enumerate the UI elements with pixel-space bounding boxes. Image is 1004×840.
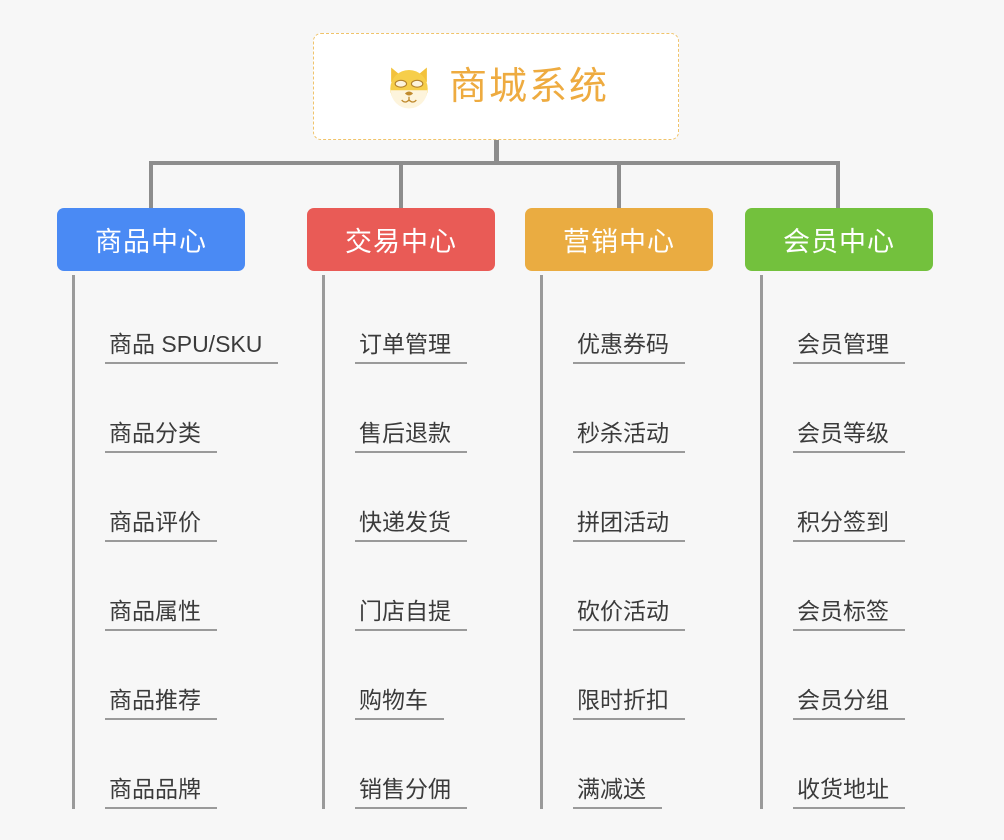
connector-drop-4 bbox=[836, 161, 840, 209]
list-item-label: 砍价活动 bbox=[573, 597, 685, 631]
list-item-label: 商品评价 bbox=[105, 508, 217, 542]
list-item[interactable]: 满减送 bbox=[543, 720, 713, 809]
list-item-label: 门店自提 bbox=[355, 597, 467, 631]
connector-drop-3 bbox=[617, 161, 621, 209]
category-column-marketing: 营销中心 优惠券码 秒杀活动 拼团活动 砍价活动 限时折扣 满减送 bbox=[525, 208, 713, 809]
root-node[interactable]: 商城系统 bbox=[313, 33, 679, 140]
list-item[interactable]: 订单管理 bbox=[325, 275, 495, 364]
list-item[interactable]: 秒杀活动 bbox=[543, 364, 713, 453]
list-item[interactable]: 销售分佣 bbox=[325, 720, 495, 809]
list-item[interactable]: 拼团活动 bbox=[543, 453, 713, 542]
list-item[interactable]: 限时折扣 bbox=[543, 631, 713, 720]
list-item[interactable]: 购物车 bbox=[325, 631, 495, 720]
root-title: 商城系统 bbox=[448, 65, 609, 108]
category-header-trade[interactable]: 交易中心 bbox=[307, 208, 495, 271]
list-item[interactable]: 会员管理 bbox=[763, 275, 933, 364]
connector-drop-2 bbox=[399, 161, 403, 209]
list-item-label: 售后退款 bbox=[355, 419, 467, 453]
list-item-label: 商品 SPU/SKU bbox=[105, 330, 279, 364]
list-item-label: 积分签到 bbox=[793, 508, 905, 542]
list-item[interactable]: 快递发货 bbox=[325, 453, 495, 542]
list-item-label: 限时折扣 bbox=[573, 686, 685, 720]
list-item[interactable]: 会员等级 bbox=[763, 364, 933, 453]
list-item-label: 拼团活动 bbox=[573, 508, 685, 542]
list-item-label: 会员等级 bbox=[793, 419, 905, 453]
leaf-list-marketing: 优惠券码 秒杀活动 拼团活动 砍价活动 限时折扣 满减送 bbox=[540, 275, 713, 809]
shiba-dog-face-icon bbox=[390, 67, 428, 108]
connector-horizontal-bus bbox=[149, 161, 840, 165]
connector-drop-1 bbox=[149, 161, 153, 209]
leaf-list-product: 商品 SPU/SKU 商品分类 商品评价 商品属性 商品推荐 商品品牌 bbox=[72, 275, 279, 809]
leaf-list-member: 会员管理 会员等级 积分签到 会员标签 会员分组 收货地址 bbox=[760, 275, 933, 809]
list-item-label: 会员管理 bbox=[793, 330, 905, 364]
list-item[interactable]: 商品品牌 bbox=[75, 720, 245, 809]
list-item[interactable]: 商品推荐 bbox=[75, 631, 245, 720]
list-item-label: 会员分组 bbox=[793, 686, 905, 720]
list-item[interactable]: 商品属性 bbox=[75, 542, 245, 631]
category-column-trade: 交易中心 订单管理 售后退款 快递发货 门店自提 购物车 销售分佣 bbox=[307, 208, 495, 809]
category-column-product: 商品中心 商品 SPU/SKU 商品分类 商品评价 商品属性 商品推荐 商品品牌 bbox=[57, 208, 279, 809]
category-header-marketing[interactable]: 营销中心 bbox=[525, 208, 713, 271]
list-item[interactable]: 售后退款 bbox=[325, 364, 495, 453]
list-item[interactable]: 会员分组 bbox=[763, 631, 933, 720]
list-item[interactable]: 砍价活动 bbox=[543, 542, 713, 631]
list-item[interactable]: 商品评价 bbox=[75, 453, 245, 542]
connector-root-stem bbox=[494, 140, 499, 163]
list-item-label: 快递发货 bbox=[355, 508, 467, 542]
list-item[interactable]: 商品 SPU/SKU bbox=[75, 275, 279, 364]
list-item[interactable]: 积分签到 bbox=[763, 453, 933, 542]
list-item-label: 会员标签 bbox=[793, 597, 905, 631]
list-item[interactable]: 收货地址 bbox=[763, 720, 933, 809]
list-item-label: 商品分类 bbox=[105, 419, 217, 453]
list-item[interactable]: 优惠券码 bbox=[543, 275, 713, 364]
category-header-member[interactable]: 会员中心 bbox=[745, 208, 933, 271]
list-item-label: 商品推荐 bbox=[105, 686, 217, 720]
list-item-label: 商品属性 bbox=[105, 597, 217, 631]
leaf-list-trade: 订单管理 售后退款 快递发货 门店自提 购物车 销售分佣 bbox=[322, 275, 495, 809]
list-item[interactable]: 商品分类 bbox=[75, 364, 245, 453]
list-item-label: 订单管理 bbox=[355, 330, 467, 364]
list-item-label: 满减送 bbox=[573, 775, 662, 809]
list-item-label: 优惠券码 bbox=[573, 330, 685, 364]
list-item-label: 收货地址 bbox=[793, 775, 905, 809]
list-item[interactable]: 门店自提 bbox=[325, 542, 495, 631]
list-item-label: 秒杀活动 bbox=[573, 419, 685, 453]
list-item-label: 商品品牌 bbox=[105, 775, 217, 809]
list-item-label: 销售分佣 bbox=[355, 775, 467, 809]
category-column-member: 会员中心 会员管理 会员等级 积分签到 会员标签 会员分组 收货地址 bbox=[745, 208, 933, 809]
list-item-label: 购物车 bbox=[355, 686, 444, 720]
category-header-product[interactable]: 商品中心 bbox=[57, 208, 245, 271]
list-item[interactable]: 会员标签 bbox=[763, 542, 933, 631]
